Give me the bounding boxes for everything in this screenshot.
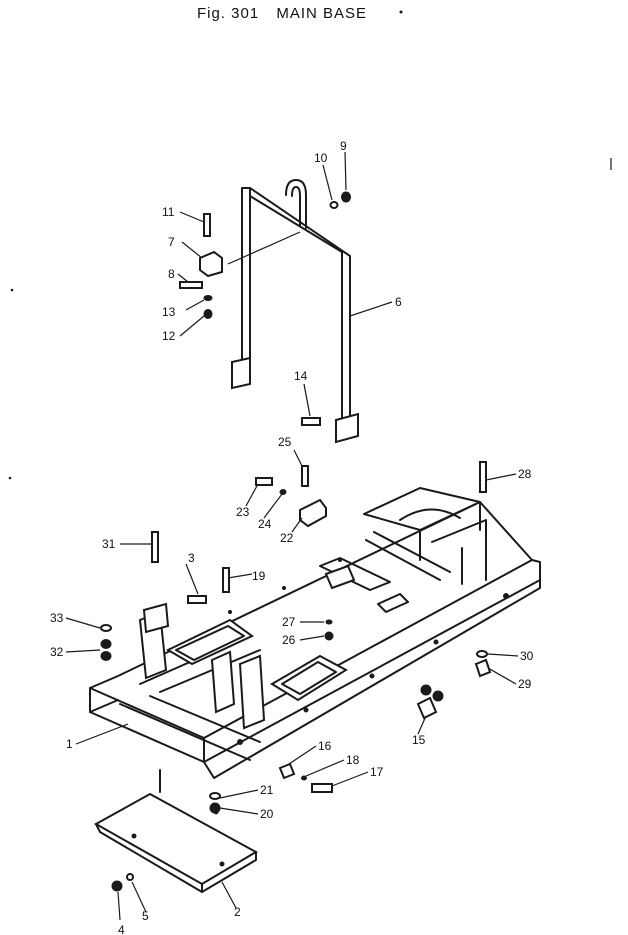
callout-1: 1 <box>66 737 73 751</box>
bottom-hardware <box>100 461 492 892</box>
callout-7: 7 <box>168 235 175 249</box>
callout-32: 32 <box>50 645 64 659</box>
handle-hardware <box>179 191 351 426</box>
callout-17: 17 <box>370 765 384 779</box>
callout-3: 3 <box>188 551 195 565</box>
callout-10: 10 <box>314 151 328 165</box>
callout-labels: 1 2 3 4 5 6 7 8 9 10 11 12 13 14 15 16 1… <box>50 139 534 935</box>
figure-title: Fig. 301 MAIN BASE <box>0 0 596 28</box>
callout-31: 31 <box>102 537 116 551</box>
callout-25: 25 <box>278 435 292 449</box>
callout-33: 33 <box>50 611 64 625</box>
callout-9: 9 <box>340 139 347 153</box>
callout-21: 21 <box>260 783 274 797</box>
callout-4: 4 <box>118 923 125 935</box>
callout-8: 8 <box>168 267 175 281</box>
callout-16: 16 <box>318 739 332 753</box>
handle-frame <box>227 179 359 444</box>
bottom-plate <box>93 792 259 893</box>
callout-12: 12 <box>162 329 176 343</box>
callout-24: 24 <box>258 517 272 531</box>
scan-marks <box>8 10 612 480</box>
callout-23: 23 <box>236 505 250 519</box>
callout-27: 27 <box>282 615 296 629</box>
callout-28: 28 <box>518 467 532 481</box>
main-base-frame <box>89 487 541 793</box>
callout-18: 18 <box>346 753 360 767</box>
callout-11: 11 <box>162 205 175 219</box>
figure-number: Fig. 301 <box>196 5 260 22</box>
callout-26: 26 <box>282 633 296 647</box>
callout-5: 5 <box>142 909 149 923</box>
figure-name: MAIN BASE <box>276 5 368 22</box>
callout-22: 22 <box>280 531 294 545</box>
callout-30: 30 <box>520 649 534 663</box>
callout-2: 2 <box>234 905 241 919</box>
callout-29: 29 <box>518 677 532 691</box>
callout-14: 14 <box>294 369 308 383</box>
callout-20: 20 <box>260 807 274 821</box>
leader-lines <box>65 151 519 921</box>
callout-19: 19 <box>252 569 266 583</box>
callout-6: 6 <box>395 295 402 309</box>
callout-15: 15 <box>412 733 426 747</box>
callout-13: 13 <box>162 305 176 319</box>
